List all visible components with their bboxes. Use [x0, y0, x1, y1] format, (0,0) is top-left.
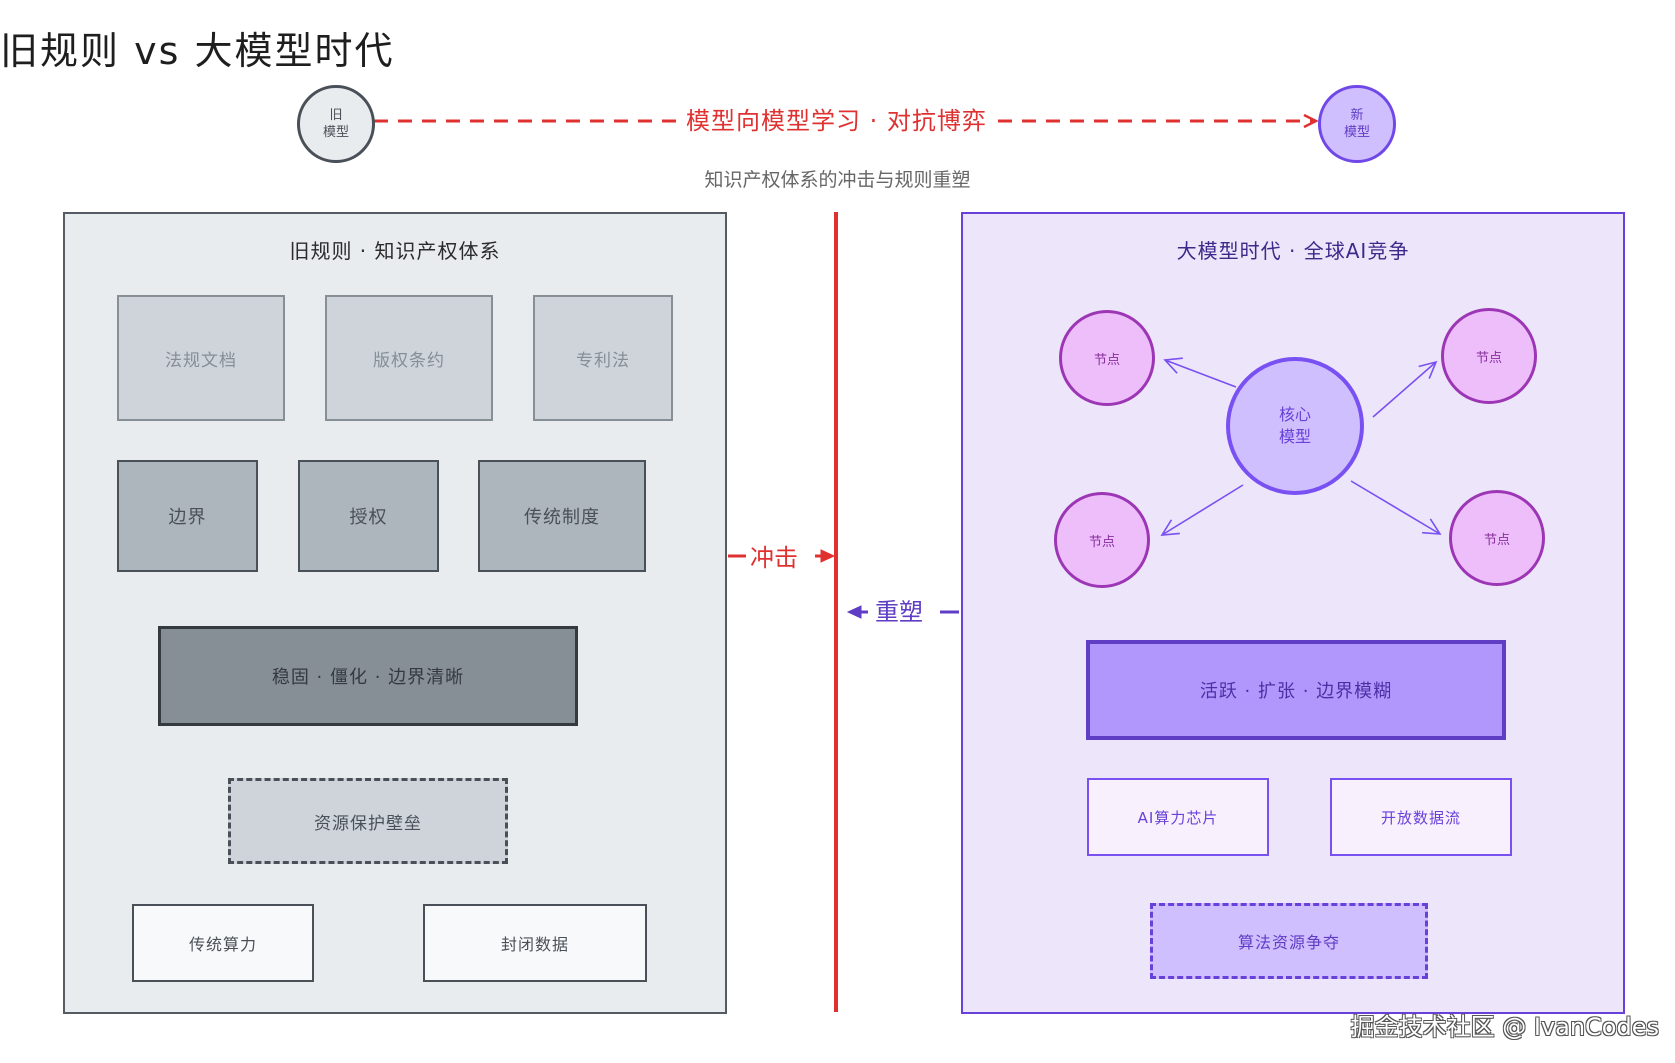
algorithm-resource-box: 算法资源争夺 — [1150, 903, 1428, 979]
core-label-1: 核心 — [1278, 405, 1311, 424]
subtitle: 知识产权体系的冲击与规则重塑 — [704, 169, 971, 191]
core-label-2: 模型 — [1278, 427, 1311, 446]
old-rules-title: 旧规则 · 知识产权体系 — [289, 239, 501, 263]
node-top-right: 节点 — [1441, 308, 1537, 404]
boundary-box: 边界 — [117, 460, 258, 572]
stable-rigid-bar: 稳固 · 僵化 · 边界清晰 — [158, 626, 578, 726]
core-model-circle: 核心 模型 — [1226, 357, 1364, 495]
authorization-box: 授权 — [298, 460, 439, 572]
copyright-treaty-box: 版权条约 — [325, 295, 493, 421]
new-model-circle: 新 模型 — [1318, 85, 1396, 163]
old-model-label-2: 模型 — [322, 125, 349, 140]
flow-label: 模型向模型学习 · 对抗博弈 — [680, 101, 993, 136]
core-to-node-bl-arrow — [1160, 484, 1244, 536]
traditional-system-box: 传统制度 — [478, 460, 646, 572]
old-model-label-1: 旧 — [329, 108, 343, 123]
node-bottom-left: 节点 — [1054, 492, 1150, 588]
patent-law-box: 专利法 — [533, 295, 673, 421]
core-to-node-br-arrow — [1350, 480, 1442, 535]
regulation-docs-box: 法规文档 — [117, 295, 285, 421]
core-to-node-tl-arrow — [1163, 357, 1237, 388]
open-data-box: 开放数据流 — [1330, 778, 1512, 856]
resource-barrier-box: 资源保护壁垒 — [228, 778, 508, 864]
active-expand-bar: 活跃 · 扩张 · 边界模糊 — [1086, 640, 1506, 740]
new-model-label-1: 新 — [1350, 108, 1364, 123]
watermark: 掘金技术社区 @ IvanCodes — [1350, 1013, 1659, 1041]
new-model-label-2: 模型 — [1343, 125, 1370, 140]
reshape-label: 重塑 — [875, 598, 923, 626]
impact-label: 冲击 — [750, 544, 798, 572]
core-to-node-tr-arrow — [1372, 360, 1438, 418]
node-bottom-right: 节点 — [1449, 490, 1545, 586]
ai-era-title: 大模型时代 · 全球AI竞争 — [1176, 239, 1410, 263]
traditional-compute-box: 传统算力 — [132, 904, 314, 982]
closed-data-box: 封闭数据 — [423, 904, 647, 982]
page-title: 旧规则 vs 大模型时代 — [0, 29, 395, 73]
node-top-left: 节点 — [1059, 310, 1155, 406]
old-model-circle: 旧 模型 — [297, 85, 375, 163]
ai-chip-box: AI算力芯片 — [1087, 778, 1269, 856]
